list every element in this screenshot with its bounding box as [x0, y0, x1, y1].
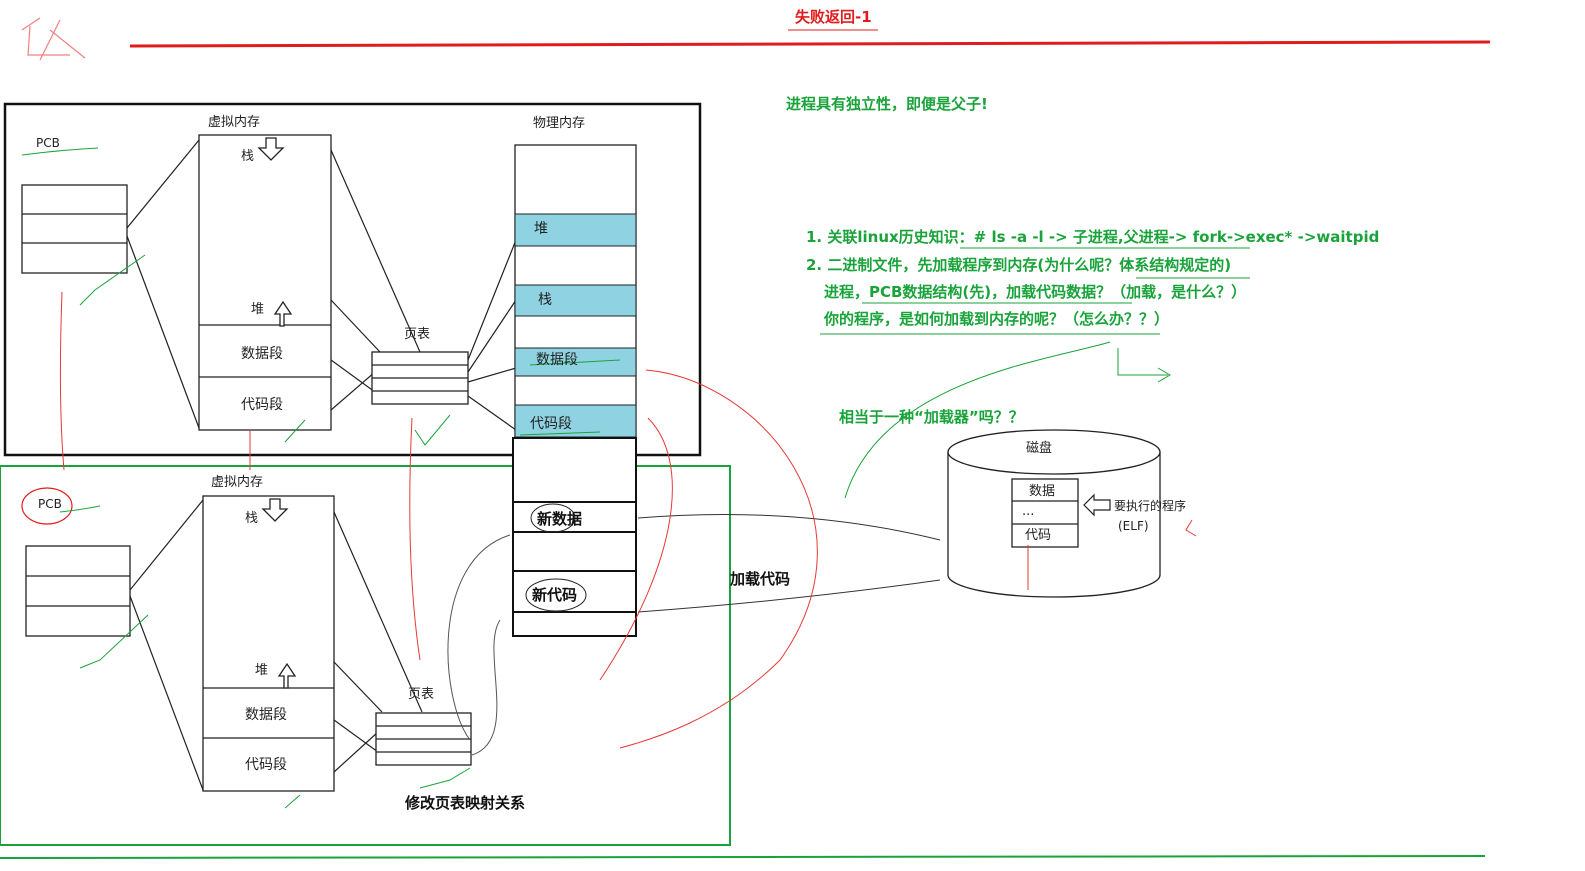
top-code-seg-label: 代码段 [241, 397, 283, 413]
modify-page-table-label: 修改页表映射关系 [405, 794, 526, 812]
bottom-heap-arrow [277, 662, 297, 689]
red-scribble [21, 17, 86, 61]
phys-heap-block [514, 213, 637, 247]
note-line-4: 你的程序，是如何加载到内存的呢？（怎么办？？） [824, 310, 1170, 328]
independence-note: 进程具有独立性，即便是父子! [786, 95, 988, 113]
phys-code-label: 代码段 [530, 416, 572, 432]
program-arrow [1083, 493, 1111, 517]
bottom-data-seg-label: 数据段 [245, 707, 287, 723]
disk-code-label: 代码 [1025, 528, 1052, 543]
top-process-frame [3, 102, 702, 457]
bottom-pcb-circle [21, 487, 73, 525]
top-red-line [129, 40, 1491, 48]
load-code-label: 加载代码 [730, 570, 791, 588]
note-line-3: 进程，PCB数据结构(先)，加载代码数据？（加载，是什么？） [824, 283, 1247, 301]
top-stack-arrow [257, 137, 285, 161]
bottom-stack-arrow [261, 498, 289, 522]
physical-memory [512, 144, 637, 637]
disk-title: 磁盘 [1026, 441, 1053, 456]
green-annotations [59, 247, 1250, 809]
new-data-circle [530, 503, 576, 533]
bottom-virtual-memory [202, 495, 335, 792]
disk-program-label: 要执行的程序 [1114, 499, 1187, 513]
red-annotations [59, 291, 1197, 749]
phys-new-data-label: 新数据 [537, 510, 583, 528]
bottom-process-frame [0, 465, 731, 846]
phys-new-code-label: 新代码 [532, 586, 578, 604]
phys-stack-block [514, 284, 637, 317]
load-line-data [637, 513, 941, 541]
bottom-pcb-label: PCB [38, 497, 62, 511]
phys-code-block [514, 404, 637, 438]
note-line-2: 2. 二进制文件，先加载程序到内存(为什么呢？体系结构规定的) [806, 256, 1232, 274]
top-page-table-label: 页表 [404, 327, 431, 342]
bottom-heap-label: 堆 [255, 663, 269, 678]
phys-stack-label: 栈 [538, 292, 552, 308]
bottom-page-table-label: 页表 [408, 687, 435, 702]
top-heap-arrow [273, 300, 293, 327]
bottom-code-seg-label: 代码段 [245, 757, 287, 773]
disk-ellipsis: ... [1022, 504, 1035, 519]
note-line-1: 1. 关联linux历史知识：# ls -a -l -> 子进程,父进程-> f… [806, 228, 1380, 246]
phys-heap-label: 堆 [534, 221, 548, 237]
top-page-table [371, 351, 469, 405]
top-data-seg-label: 数据段 [241, 346, 283, 362]
physical-memory-title: 物理内存 [533, 116, 586, 131]
load-line-code [637, 579, 941, 613]
disk-data-label: 数据 [1029, 484, 1056, 499]
bottom-green-line [0, 855, 1486, 859]
bottom-stack-label: 栈 [245, 511, 259, 526]
disk-cylinder [947, 429, 1161, 598]
top-pcb-underline [21, 147, 99, 156]
bottom-virtual-memory-title: 虚拟内存 [211, 475, 264, 490]
bottom-page-table [375, 712, 472, 766]
top-heap-label: 堆 [251, 302, 265, 317]
phys-data-label: 数据段 [536, 352, 578, 368]
top-pcb-box [21, 184, 128, 274]
new-code-circle [525, 578, 587, 612]
failure-return-note: 失败返回-1 [795, 8, 872, 26]
remap-curve [447, 534, 511, 756]
phys-lower-block [512, 437, 637, 637]
top-pcb-label: PCB [36, 136, 60, 150]
top-virtual-memory [198, 134, 332, 431]
loader-note: 相当于一种“加载器”吗？？ [839, 408, 1024, 426]
top-virtual-memory-title: 虚拟内存 [208, 115, 261, 130]
bottom-pcb-box [25, 545, 131, 637]
disk-elf-label: (ELF) [1118, 519, 1149, 533]
top-stack-label: 栈 [241, 149, 255, 164]
